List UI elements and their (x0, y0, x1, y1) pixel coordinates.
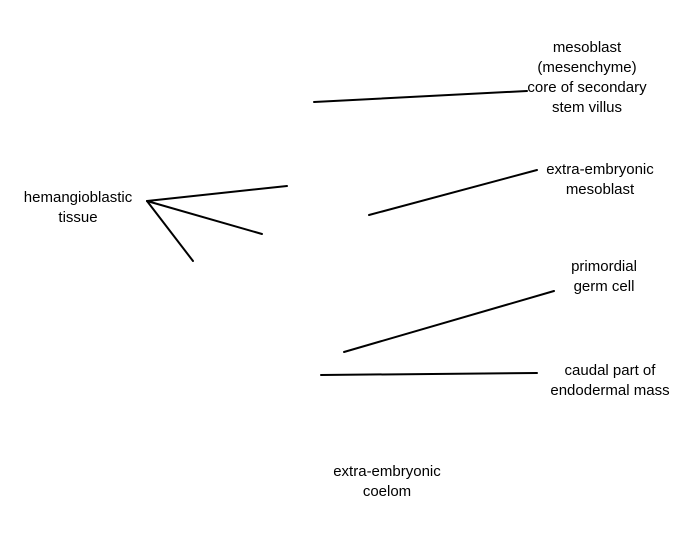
label-hemangioblastic-tissue-line-1: hemangioblastic (23, 189, 133, 206)
label-mesoblast: mesoblast (mesenchyme) core of secondary… (517, 38, 657, 118)
leader-line-primordial-germ-cell (343, 290, 555, 353)
leader-line-hemangioblastic-3 (146, 200, 194, 262)
label-primordial-germ-cell-line-1: primordial (571, 258, 637, 275)
leader-line-extra-embryonic-mesoblast (368, 169, 538, 216)
label-primordial-germ-cell-line-2: germ cell (573, 278, 635, 295)
label-extra-embryonic-mesoblast: extra-embryonic mesoblast (530, 160, 670, 200)
label-caudal-endodermal-mass: caudal part of endodermal mass (535, 361, 685, 401)
label-caudal-endodermal-mass-line-1: caudal part of (564, 362, 656, 379)
label-extra-embryonic-coelom-line-1: extra-embryonic (333, 463, 441, 480)
label-mesoblast-line-3: core of secondary (527, 79, 647, 96)
label-mesoblast-line-2: (mesenchyme) (537, 59, 637, 76)
leader-line-mesoblast (313, 90, 528, 103)
leader-line-hemangioblastic-2 (146, 200, 263, 235)
label-extra-embryonic-coelom-line-2: coelom (362, 483, 412, 500)
leader-line-caudal-endodermal-mass (320, 372, 538, 376)
label-hemangioblastic-tissue-line-2: tissue (58, 209, 98, 226)
label-extra-embryonic-mesoblast-line-1: extra-embryonic (546, 161, 654, 178)
label-hemangioblastic-tissue: hemangioblastic tissue (8, 188, 148, 228)
leader-line-hemangioblastic-1 (146, 185, 288, 202)
label-primordial-germ-cell: primordial germ cell (534, 257, 674, 297)
label-mesoblast-line-1: mesoblast (552, 39, 622, 56)
label-extra-embryonic-coelom: extra-embryonic coelom (317, 462, 457, 502)
label-extra-embryonic-mesoblast-line-2: mesoblast (565, 181, 635, 198)
label-mesoblast-line-4: stem villus (551, 99, 622, 116)
label-caudal-endodermal-mass-line-2: endodermal mass (550, 382, 670, 399)
